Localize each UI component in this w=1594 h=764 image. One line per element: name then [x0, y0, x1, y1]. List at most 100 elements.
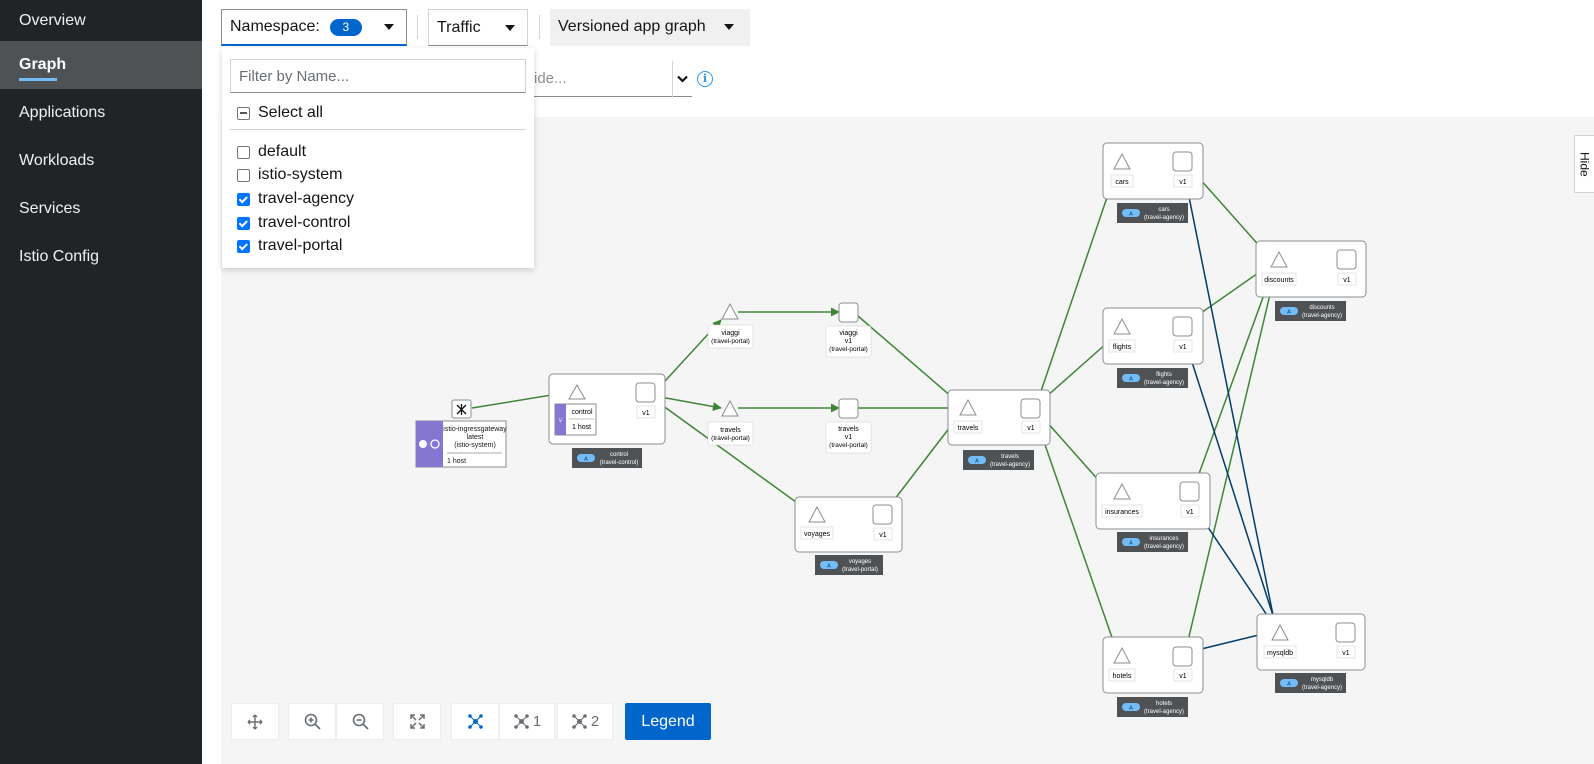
- workload-node[interactable]: [1335, 622, 1356, 643]
- graph-edge[interactable]: [1183, 336, 1278, 626]
- zoom-in-button[interactable]: [288, 703, 336, 740]
- namespace-option-travel-portal[interactable]: travel-portal: [237, 236, 342, 256]
- graph-edge[interactable]: [654, 395, 722, 411]
- badge-name: hotels: [1156, 701, 1172, 707]
- traffic-dropdown-toggle[interactable]: Traffic: [428, 9, 528, 46]
- namespace-option-travel-agency[interactable]: travel-agency: [237, 189, 354, 209]
- nav-item-workloads[interactable]: Workloads: [0, 137, 202, 185]
- namespace-option-istio-system[interactable]: istio-system: [237, 165, 342, 185]
- chevron-down-icon[interactable]: [672, 61, 692, 97]
- workload-label: travels: [838, 426, 859, 433]
- service-node[interactable]: [1113, 646, 1131, 664]
- badge-name: travels: [1001, 454, 1019, 460]
- service-label: travels: [958, 425, 979, 432]
- app-box-hotels[interactable]: hotels v1: [1102, 636, 1204, 694]
- app-box-insurances[interactable]: insurances v1: [1095, 472, 1211, 530]
- app-badge-mysqldb: A mysqldb (travel-agency): [1275, 673, 1346, 693]
- nav-item-services[interactable]: Services: [0, 185, 202, 233]
- app-box-control[interactable]: ⑂ control 1 host v1: [548, 373, 666, 445]
- service-node[interactable]: [959, 398, 977, 416]
- service-node[interactable]: [808, 505, 826, 523]
- workload-node[interactable]: [1172, 151, 1193, 172]
- workload-node[interactable]: [1179, 481, 1200, 502]
- namespace-option-travel-control[interactable]: travel-control: [237, 213, 350, 233]
- app-box-flights[interactable]: flights v1: [1102, 307, 1204, 365]
- layout-1-label: 1: [532, 713, 542, 730]
- service-node-travels-portal[interactable]: travels (travel-portal): [707, 399, 754, 446]
- service-node[interactable]: [1113, 152, 1131, 170]
- checkbox[interactable]: [237, 145, 250, 159]
- workload-node[interactable]: [1336, 249, 1357, 270]
- badge-name: mysqldb: [1311, 677, 1334, 683]
- ingress-gateway-node[interactable]: istio-ingressgateway latest (istio-syste…: [415, 399, 507, 468]
- hide-input[interactable]: ide...: [532, 61, 692, 97]
- app-box-mysqldb[interactable]: mysqldb v1: [1256, 613, 1366, 671]
- badge-namespace: (travel-portal): [842, 567, 878, 573]
- badge-namespace: (travel-agency): [1144, 709, 1184, 715]
- service-node[interactable]: [568, 383, 586, 400]
- sidebar: Overview Graph Applications Workloads Se…: [0, 0, 202, 764]
- app-box-travels[interactable]: travels v1: [947, 389, 1051, 446]
- nav-item-applications[interactable]: Applications: [0, 89, 202, 137]
- topology-icon: [572, 714, 587, 729]
- app-box-voyages[interactable]: voyages v1: [794, 496, 903, 553]
- workload-node[interactable]: [1172, 646, 1193, 667]
- app-badge-icon: A: [1129, 212, 1133, 218]
- workload-node-travels-portal[interactable]: travels v1 (travel-portal): [825, 398, 872, 454]
- workload-namespace: (travel-portal): [829, 442, 868, 449]
- app-box-discounts[interactable]: discounts v1: [1255, 240, 1367, 298]
- fit-to-screen-button[interactable]: [393, 703, 441, 740]
- checkbox-checked[interactable]: [237, 239, 250, 253]
- topology-icon: [514, 714, 529, 729]
- checkbox[interactable]: [237, 168, 250, 182]
- service-node[interactable]: [1113, 482, 1131, 500]
- select-all-checkbox[interactable]: Select all: [237, 103, 323, 123]
- dropdown-divider: [230, 129, 526, 130]
- service-namespace: (travel-portal): [711, 338, 750, 345]
- app-box-cars[interactable]: cars v1: [1102, 142, 1204, 200]
- zoom-out-button[interactable]: [336, 703, 384, 740]
- workload-node[interactable]: [635, 382, 656, 403]
- layout-1-button[interactable]: 1: [499, 703, 555, 740]
- nav-item-istio-config[interactable]: Istio Config: [0, 233, 202, 281]
- checkbox-mixed-icon[interactable]: [237, 106, 250, 120]
- graph-edge[interactable]: [654, 399, 808, 511]
- version-label: v1: [1179, 344, 1187, 351]
- pan-button[interactable]: [231, 703, 279, 740]
- graph-canvas[interactable]: istio-ingressgateway latest (istio-syste…: [221, 117, 1594, 764]
- nav-item-graph[interactable]: Graph: [0, 41, 202, 89]
- service-node[interactable]: [1113, 317, 1131, 335]
- namespace-option-default[interactable]: default: [237, 142, 306, 162]
- toolbar-divider: [539, 15, 540, 39]
- legend-button[interactable]: Legend: [625, 703, 711, 740]
- namespace-option-label: istio-system: [258, 166, 343, 183]
- layout-default-button[interactable]: [451, 703, 499, 740]
- graph-edge[interactable]: [1195, 266, 1276, 483]
- expand-icon: [409, 714, 425, 729]
- namespace-dropdown-toggle[interactable]: Namespace: 3: [221, 9, 407, 46]
- layout-2-button[interactable]: 2: [557, 703, 613, 740]
- workload-node[interactable]: [872, 504, 893, 525]
- toolbar-divider: [417, 15, 418, 39]
- checkbox-checked[interactable]: [237, 216, 250, 230]
- service-label: cars: [1115, 179, 1129, 186]
- graph-type-dropdown-toggle[interactable]: Versioned app graph: [550, 9, 750, 46]
- namespace-filter-input[interactable]: [230, 59, 526, 93]
- graph-edge[interactable]: [857, 315, 961, 405]
- graph-edge[interactable]: [1183, 171, 1278, 626]
- service-label: travels: [720, 427, 741, 434]
- graph-edge[interactable]: [1186, 268, 1279, 646]
- graph-edge[interactable]: [1037, 170, 1118, 401]
- graph-edge[interactable]: [1034, 415, 1118, 650]
- service-node-viaggi[interactable]: viaggi (travel-portal): [707, 302, 754, 349]
- checkbox-checked[interactable]: [237, 192, 250, 206]
- service-graph: istio-ingressgateway latest (istio-syste…: [415, 142, 1367, 717]
- service-node[interactable]: [1271, 623, 1289, 641]
- workload-node[interactable]: [1172, 316, 1193, 337]
- info-icon[interactable]: i: [697, 71, 713, 87]
- workload-node[interactable]: [1020, 398, 1041, 419]
- nav-item-overview[interactable]: Overview: [0, 0, 202, 41]
- service-node[interactable]: [1270, 250, 1288, 268]
- workload-node-viaggi[interactable]: viaggi v1 (travel-portal): [825, 302, 872, 358]
- side-panel-hide-tab[interactable]: Hide: [1574, 135, 1594, 193]
